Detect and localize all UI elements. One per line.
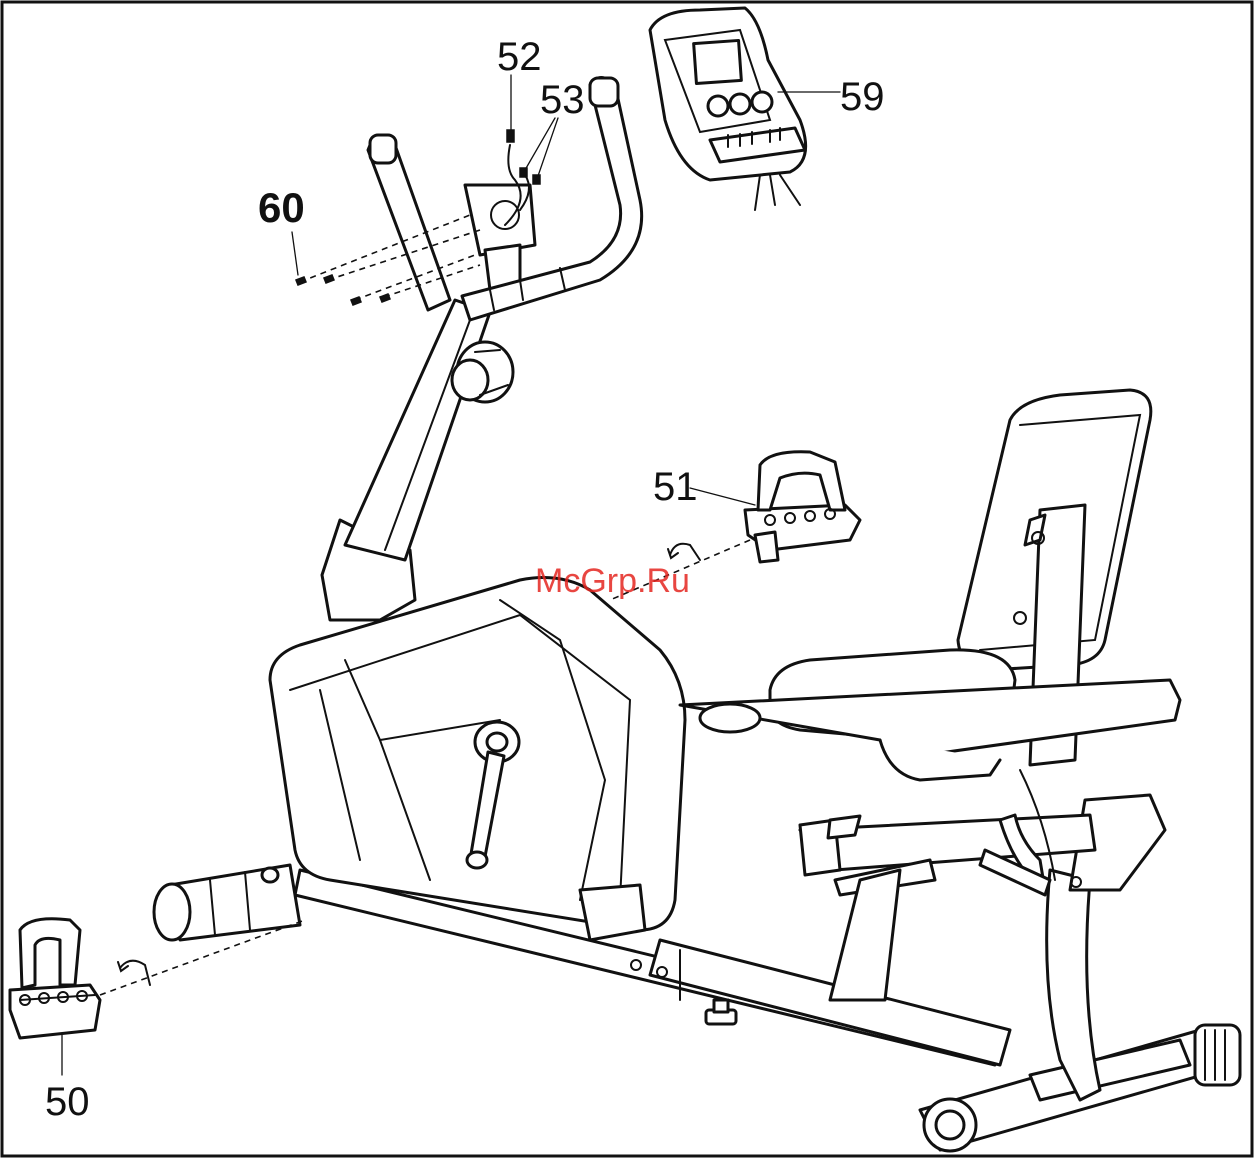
label-52: 52: [497, 35, 542, 79]
part-labels: 52 53 60 59 51 50: [45, 35, 885, 1124]
label-60: 60: [258, 184, 305, 231]
screws-60: [292, 215, 480, 305]
label-59: 59: [840, 75, 885, 119]
label-51: 51: [653, 465, 698, 509]
console-59: [650, 8, 840, 210]
seat-assembly: [680, 390, 1180, 780]
pedal-left-50: [10, 919, 305, 1075]
label-53: 53: [540, 78, 585, 122]
watermark: McGrp.Ru: [535, 562, 690, 600]
front-stabilizer: [154, 865, 300, 940]
label-50: 50: [45, 1080, 90, 1124]
